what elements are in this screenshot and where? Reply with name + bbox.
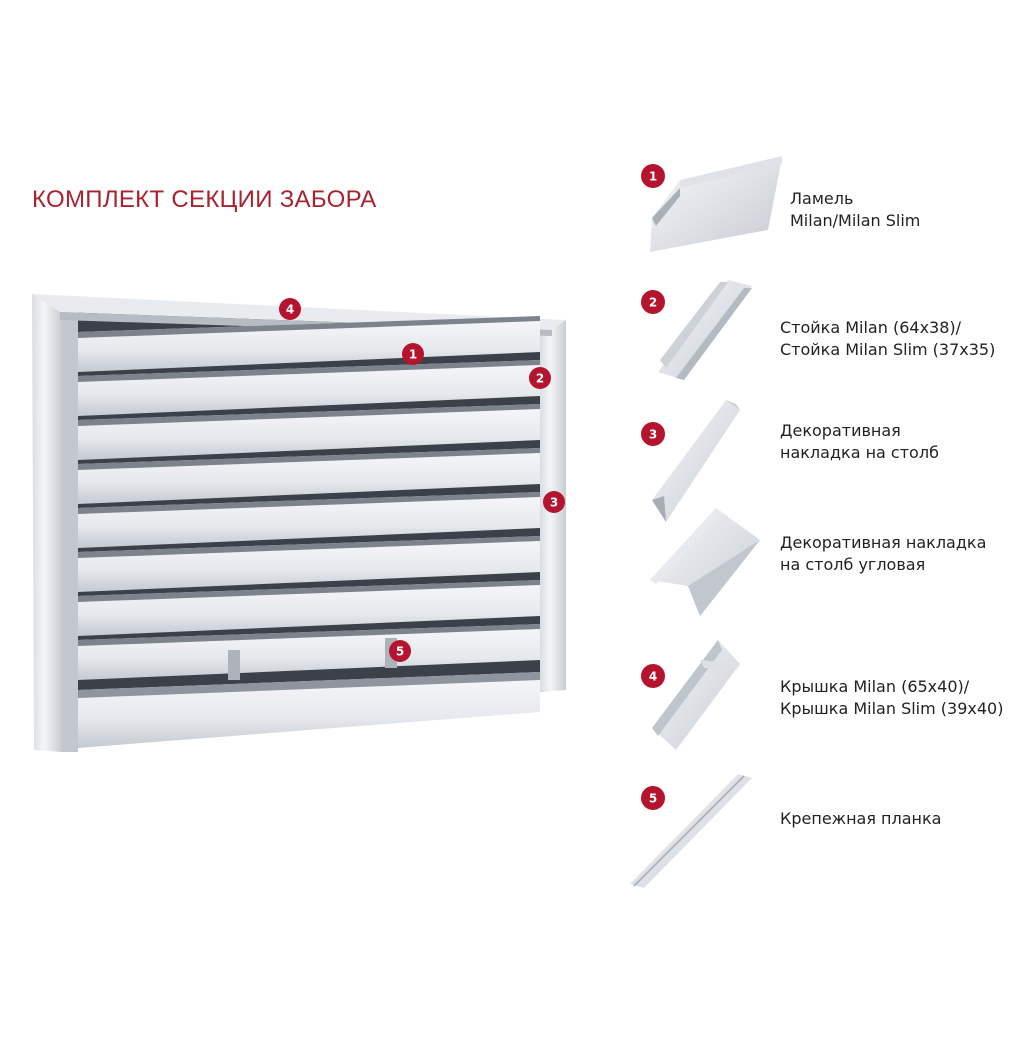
fence-marker-3: 3 [543, 491, 565, 513]
component-marker-5: 5 [641, 786, 665, 810]
component-label-1: Ламель Milan/Milan Slim [790, 189, 921, 230]
post-cover-icon [652, 400, 740, 522]
component-marker-4: 4 [641, 664, 665, 688]
fence-slat-shadow [78, 448, 540, 470]
component-label-5: Крепежная планка [780, 809, 942, 828]
fence-slat-shadow [78, 404, 540, 426]
component-label-corner: Декоративная накладка на столб угловая [780, 533, 987, 574]
cap-profile-icon [652, 640, 740, 750]
fence-marker-5: 5 [389, 640, 411, 662]
slat-group [78, 316, 540, 680]
svg-text:2: 2 [536, 372, 544, 386]
component-marker-1: 1 [641, 164, 665, 188]
svg-text:2: 2 [649, 296, 657, 310]
fence-slat-shadow [78, 624, 540, 646]
component-marker-2: 2 [641, 290, 665, 314]
fence-section [32, 294, 566, 752]
fence-slat-shadow [78, 536, 540, 558]
svg-text:3: 3 [550, 496, 558, 510]
fence-slat-shadow [78, 316, 540, 338]
post-channel-icon [658, 280, 752, 380]
fence-marker-2: 2 [529, 367, 551, 389]
fence-slat-shadow [78, 360, 540, 382]
svg-text:4: 4 [649, 670, 657, 684]
svg-text:4: 4 [286, 303, 294, 317]
svg-text:1: 1 [409, 348, 417, 362]
corner-post-cover-icon [650, 508, 760, 616]
page-title: КОМПЛЕКТ СЕКЦИИ ЗАБОРА [32, 186, 377, 213]
svg-text:1: 1 [649, 170, 657, 184]
svg-text:3: 3 [649, 428, 657, 442]
lamel-profile-icon [650, 156, 782, 252]
svg-text:5: 5 [396, 645, 404, 659]
svg-text:5: 5 [649, 792, 657, 806]
fence-marker-1: 1 [402, 343, 424, 365]
fence-slat-shadow [78, 580, 540, 602]
left-post [32, 294, 62, 752]
component-label-4: Крышка Milan (65х40)/ Крышка Milan Slim … [780, 677, 1004, 718]
fence-slat-shadow [78, 492, 540, 514]
component-marker-3: 3 [641, 422, 665, 446]
component-label-2: Стойка Milan (64х38)/ Стойка Milan Slim … [780, 318, 996, 359]
mounting-strip-icon [630, 774, 752, 888]
component-label-3: Декоративная накладка на столб [780, 421, 939, 462]
fence-marker-4: 4 [279, 298, 301, 320]
component-parts [630, 156, 782, 888]
